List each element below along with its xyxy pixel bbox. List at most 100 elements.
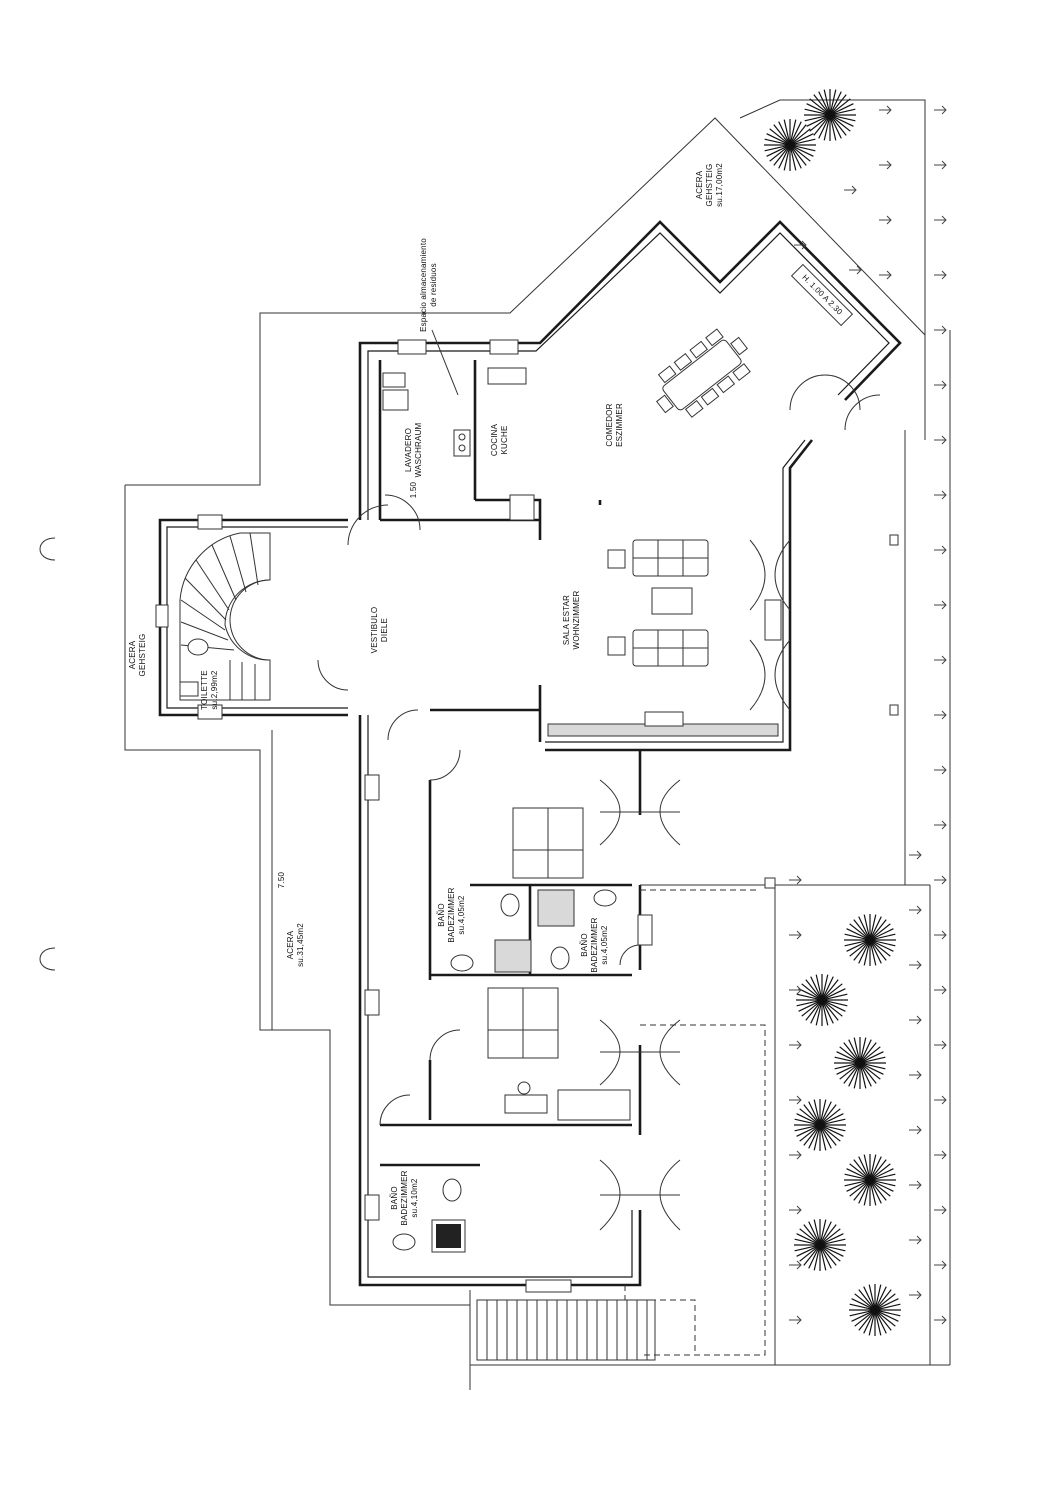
arrow-icon <box>934 765 947 775</box>
arrow-icon <box>879 270 892 280</box>
arrow-icon <box>934 215 947 225</box>
label-acera-bottom: ACERA <box>286 930 295 959</box>
label-acera-top-sub: GEHSTEIG <box>705 164 714 207</box>
plant-icon <box>794 1219 846 1271</box>
label-vestibulo: VESTIBULO <box>370 607 379 654</box>
arrow-icon <box>934 160 947 170</box>
site-boundary <box>124 99 951 1390</box>
room-labels: ACERA GEHSTEIG su.17,00m2 ACERA GEHSTEIG… <box>128 163 724 1226</box>
label-bano3: BAÑO <box>390 1186 399 1209</box>
arrow-icon <box>909 850 922 860</box>
arrow-icon <box>789 1315 802 1325</box>
garden-plants <box>764 89 901 1336</box>
arrow-icon <box>934 1150 947 1160</box>
arrow-icon <box>794 240 807 250</box>
plant-icon <box>849 1284 901 1336</box>
arrow-icon <box>934 545 947 555</box>
label-acera-left: ACERA <box>128 640 137 669</box>
arrow-icon <box>934 105 947 115</box>
arrow-icon <box>934 1315 947 1325</box>
arrow-icon <box>934 875 947 885</box>
exterior-walls <box>158 220 902 1287</box>
arrow-icon <box>934 270 947 280</box>
terrace <box>624 430 931 1365</box>
arrow-icon <box>909 1015 922 1025</box>
label-vestibulo-sub: DIELE <box>380 618 389 642</box>
arrow-icon <box>934 600 947 610</box>
door-swings <box>317 374 881 1231</box>
label-bano2-sub: BADEZIMMER <box>590 917 599 972</box>
label-bano3-sub: BADEZIMMER <box>400 1170 409 1225</box>
label-bano1-sub: BADEZIMMER <box>447 887 456 942</box>
plant-icon <box>804 89 856 141</box>
furniture <box>179 328 779 1253</box>
label-acera-top-area: su.17,00m2 <box>715 163 724 207</box>
plant-icon <box>844 1154 896 1206</box>
arrow-icon <box>934 325 947 335</box>
arrow-icon <box>909 1180 922 1190</box>
label-bano1: BAÑO <box>437 903 446 926</box>
label-toilette-area: su.2,99m2 <box>210 670 219 710</box>
label-lavadero: LAVADERO <box>404 428 413 472</box>
label-toilette: TOILETTE <box>200 670 209 710</box>
label-bano3-area: su.4,10m2 <box>410 1178 419 1218</box>
arrow-icon <box>934 710 947 720</box>
label-bano2: BAÑO <box>580 933 589 956</box>
arrow-icon <box>934 930 947 940</box>
label-acera-top: ACERA <box>695 170 704 199</box>
label-acera-bottom-area: su.31,45m2 <box>296 923 305 967</box>
arrow-icon <box>909 960 922 970</box>
arrow-icon <box>789 1260 802 1270</box>
arrow-icon <box>934 820 947 830</box>
arrow-icon <box>934 1205 947 1215</box>
label-storage: Espacio almacenamiento <box>419 238 428 332</box>
windows <box>155 339 782 1293</box>
arrow-icon <box>909 905 922 915</box>
arrow-icon <box>934 985 947 995</box>
arrow-icon <box>789 1150 802 1160</box>
arrow-icon <box>934 435 947 445</box>
label-sala: SALA ESTAR <box>562 595 571 645</box>
arrow-icon <box>934 490 947 500</box>
label-cocina-sub: KUCHE <box>500 425 509 454</box>
arrow-icon <box>844 185 857 195</box>
exterior-stairs <box>476 1299 656 1361</box>
arrow-icon <box>934 1260 947 1270</box>
label-cocina: COCINA <box>490 423 499 456</box>
arrow-icon <box>909 1070 922 1080</box>
plant-icon <box>794 1099 846 1151</box>
label-comedor: COMEDOR <box>605 403 614 446</box>
arrow-icon <box>789 985 802 995</box>
arrow-icon <box>789 1205 802 1215</box>
arrow-icon <box>909 1290 922 1300</box>
label-sala-sub: WOHNZIMMER <box>572 591 581 650</box>
binding-marks <box>39 537 56 971</box>
arrow-icon <box>789 1040 802 1050</box>
spiral-staircase <box>179 532 271 701</box>
arrow-icon <box>934 380 947 390</box>
arrow-icon <box>879 160 892 170</box>
arrow-icon <box>879 105 892 115</box>
label-bano2-area: su.4,05m2 <box>600 925 609 965</box>
plant-icon <box>844 914 896 966</box>
label-acera-left-sub: GEHSTEIG <box>138 634 147 677</box>
plant-icon <box>796 974 848 1026</box>
dimension-150: 1.50 <box>409 481 418 498</box>
plant-icon <box>764 119 816 171</box>
arrow-icon <box>909 1125 922 1135</box>
label-bano1-area: su.4,05m2 <box>457 895 466 935</box>
plant-icon <box>834 1037 886 1089</box>
dimension-750: 7.50 <box>277 871 286 888</box>
label-lavadero-sub: WASCHRAUM <box>414 422 423 477</box>
arrow-icon <box>934 1095 947 1105</box>
arrow-icon <box>934 1040 947 1050</box>
label-comedor-sub: ESZIMMER <box>615 403 624 447</box>
arrow-icon <box>934 655 947 665</box>
arrow-icon <box>789 930 802 940</box>
arrow-icon <box>879 215 892 225</box>
arrow-icon <box>789 1095 802 1105</box>
label-storage-2: de residuos <box>429 263 438 307</box>
arrow-icon <box>849 265 862 275</box>
garden-arrows <box>789 105 947 1325</box>
